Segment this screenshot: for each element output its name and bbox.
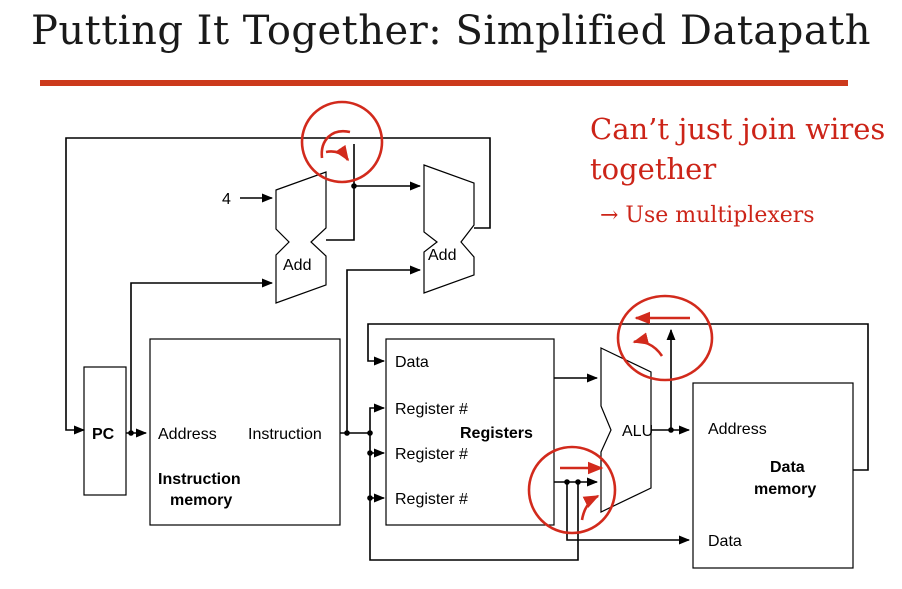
imem-title-1: Instruction	[158, 471, 241, 488]
wire-adder1-to-adder2	[326, 181, 422, 241]
instruction-memory-box	[149, 338, 341, 526]
const-four: 4	[222, 191, 231, 208]
data-memory-box	[692, 382, 854, 569]
dmem-address-label: Address	[708, 421, 767, 438]
red-circle-alu-input	[527, 445, 617, 535]
wire-reg2	[369, 433, 386, 458]
wire-instr-to-adder2	[346, 265, 422, 433]
alu-shape	[600, 347, 652, 513]
red-circle-writeback	[616, 294, 714, 382]
wire-pc-feedback	[65, 137, 491, 435]
dmem-title-1: Data	[770, 459, 805, 476]
alu-label: ALU	[622, 423, 653, 440]
adder-2-label: Add	[428, 247, 456, 264]
regs-title: Registers	[460, 425, 533, 442]
pc-box	[83, 366, 127, 496]
pc-label: PC	[92, 426, 115, 443]
wire-reg-to-dmem-data	[566, 482, 691, 545]
red-scribble-top	[320, 129, 351, 159]
regs-reg1-label: Register #	[395, 401, 468, 418]
regs-data-label: Data	[395, 354, 429, 371]
wire-reg1	[369, 403, 386, 433]
note-line-3: → Use multiplexers	[600, 203, 815, 228]
adder-1-shape	[275, 171, 327, 304]
note-line-2: together	[590, 152, 717, 186]
adder-2-shape	[423, 164, 475, 294]
wire-writeback	[367, 323, 869, 471]
wire-instr-bottom	[369, 482, 579, 561]
wire-pc-to-adder1	[130, 278, 274, 433]
regs-reg3-label: Register #	[395, 491, 468, 508]
note-line-1: Can’t just join wires	[590, 112, 886, 146]
registers-box	[385, 338, 555, 526]
imem-instruction-label: Instruction	[248, 426, 322, 443]
dmem-title-2: memory	[754, 481, 816, 498]
slide-title: Putting It Together: Simplified Datapath	[30, 8, 872, 54]
regs-reg2-label: Register #	[395, 446, 468, 463]
junction-adder1	[351, 183, 357, 189]
adder-1-label: Add	[283, 257, 311, 274]
red-circle-top	[300, 100, 384, 184]
imem-address-label: Address	[158, 426, 217, 443]
imem-title-2: memory	[170, 492, 232, 509]
dmem-data-label: Data	[708, 533, 742, 550]
title-underline	[40, 80, 848, 86]
wire-reg3	[369, 453, 386, 503]
